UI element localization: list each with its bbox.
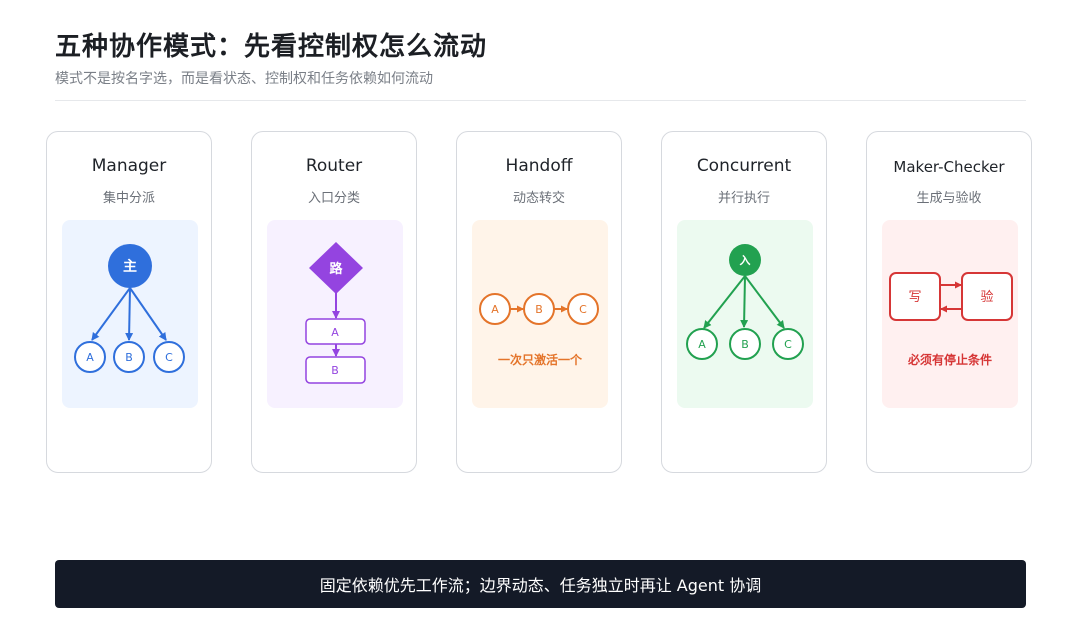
- router-diagram: A B 路: [305, 242, 366, 384]
- node-b: [523, 293, 555, 325]
- card-title: Router: [305, 156, 363, 176]
- card-subtitle: 入口分类: [307, 191, 360, 206]
- card-manager: Manager 集中分派 主 A B C: [46, 131, 212, 473]
- card-subtitle: 动态转交: [512, 191, 565, 206]
- footer-text: 固定依赖优先工作流；边界动态、任务独立时再让 Agent 协调: [319, 576, 762, 595]
- checker-box: [961, 272, 1013, 321]
- card-subtitle: 集中分派: [102, 191, 155, 206]
- arrow-to-b: [125, 287, 134, 341]
- node-a-label: A: [86, 351, 94, 364]
- card-subtitle: 并行执行: [717, 191, 770, 206]
- arrow-to-a: [91, 287, 131, 341]
- diagram-panel-router: A B 路: [267, 220, 403, 408]
- maker-checker-diagram: 写 验: [889, 272, 1013, 321]
- page-title: 五种协作模式：先看控制权怎么流动: [55, 32, 488, 62]
- card-subtitle: 生成与验收: [916, 191, 982, 206]
- footer-banner: 固定依赖优先工作流；边界动态、任务独立时再让 Agent 协调: [55, 560, 1026, 608]
- arrow-to-b: [740, 275, 749, 328]
- router-diamond-label: 路: [329, 261, 343, 277]
- node-a: [479, 293, 511, 325]
- card-maker-checker: Maker-Checker 生成与验收 写 验 必须有停止条件: [866, 131, 1032, 473]
- handoff-diagram: A B C: [479, 293, 599, 325]
- node-c: [567, 293, 599, 325]
- arrow-to-c: [744, 275, 785, 329]
- node-c: [772, 328, 804, 360]
- header-divider: [55, 100, 1026, 101]
- handoff-note: 一次只激活一个: [497, 353, 582, 367]
- hub-node: [108, 244, 152, 288]
- arrow-to-a: [703, 275, 746, 329]
- page-subtitle: 模式不是按名字选，而是看状态、控制权和任务依赖如何流动: [55, 71, 433, 87]
- manager-diagram: 主 A B C: [74, 244, 185, 373]
- card-title: Manager: [91, 156, 167, 176]
- card-title: Concurrent: [696, 156, 792, 176]
- card-handoff: Handoff 动态转交 A B C 一次只激活一个: [456, 131, 622, 473]
- node-b-label: B: [125, 351, 133, 364]
- node-b-label: B: [535, 303, 543, 316]
- route-b-label: B: [331, 364, 339, 377]
- card-title: Handoff: [505, 156, 573, 176]
- node-a: [74, 341, 106, 373]
- route-a-label: A: [331, 326, 339, 339]
- diagram-panel-maker-checker: 写 验 必须有停止条件: [882, 220, 1018, 408]
- node-c-label: C: [165, 351, 173, 364]
- diagram-panel-manager: 主 A B C: [62, 220, 198, 408]
- diagram-panel-concurrent: 入 A B C: [677, 220, 813, 408]
- hub-node-label: 主: [123, 258, 137, 275]
- maker-checker-note: 必须有停止条件: [907, 353, 992, 367]
- card-title: Maker-Checker: [893, 158, 1005, 176]
- input-node-label: 入: [740, 254, 751, 267]
- node-c: [153, 341, 185, 373]
- node-b: [113, 341, 145, 373]
- diagram-panel-handoff: A B C 一次只激活一个: [472, 220, 608, 408]
- node-a-label: A: [491, 303, 499, 316]
- node-c-label: C: [579, 303, 587, 316]
- maker-label: 写: [908, 290, 921, 305]
- router-diamond: [309, 242, 363, 294]
- checker-label: 验: [980, 289, 993, 305]
- node-b-label: B: [741, 338, 749, 351]
- maker-box: [889, 272, 941, 321]
- node-c-label: C: [784, 338, 792, 351]
- input-node: [729, 244, 761, 276]
- node-a: [686, 328, 718, 360]
- card-router: Router 入口分类 A B 路: [251, 131, 417, 473]
- card-concurrent: Concurrent 并行执行 入 A B C: [661, 131, 827, 473]
- route-b-box: [305, 356, 366, 384]
- concurrent-diagram: 入 A B C: [686, 244, 804, 360]
- node-a-label: A: [698, 338, 706, 351]
- node-b: [729, 328, 761, 360]
- arrow-to-c: [129, 287, 167, 341]
